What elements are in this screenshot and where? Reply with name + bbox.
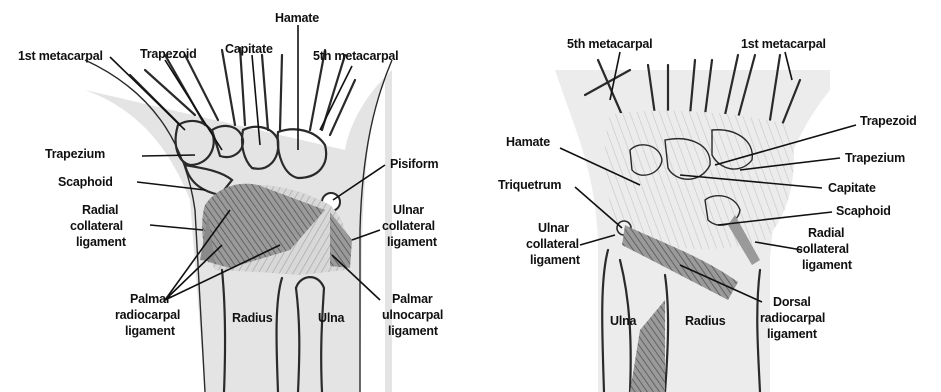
label-palmar-capitate: Capitate xyxy=(225,42,273,56)
label-palmar-trapezium: Trapezium xyxy=(45,147,105,161)
label-palmar-pisiform: Pisiform xyxy=(390,157,438,171)
palmar-view: 1st metacarpal Trapezoid Capitate Hamate… xyxy=(18,11,447,392)
label-dorsal-radius: Radius xyxy=(685,314,726,328)
label-dorsal-1st-metacarpal: 1st metacarpal xyxy=(741,37,826,51)
label-dorsal-5th-metacarpal: 5th metacarpal xyxy=(567,37,652,51)
label-dorsal-triquetrum: Triquetrum xyxy=(498,178,561,192)
label-dorsal-trapezoid: Trapezoid xyxy=(860,114,917,128)
label-palmar-radial-collateral-ligament: Radial collateral ligament xyxy=(70,203,127,249)
label-dorsal-capitate: Capitate xyxy=(828,181,876,195)
label-palmar-ulnocarpal-ligament: Palmar ulnocarpal ligament xyxy=(382,292,447,338)
label-dorsal-hamate: Hamate xyxy=(506,135,550,149)
label-palmar-radius: Radius xyxy=(232,311,273,325)
label-palmar-trapezoid: Trapezoid xyxy=(140,47,197,61)
label-dorsal-trapezium: Trapezium xyxy=(845,151,905,165)
label-dorsal-scaphoid: Scaphoid xyxy=(836,204,891,218)
label-palmar-5th-metacarpal: 5th metacarpal xyxy=(313,49,398,63)
label-palmar-radiocarpal-ligament: Palmar radiocarpal ligament xyxy=(115,292,183,338)
label-palmar-hamate: Hamate xyxy=(275,11,319,25)
label-dorsal-ulnar-collateral-ligament: Ulnar collateral ligament xyxy=(526,221,582,267)
dorsal-view: 5th metacarpal 1st metacarpal Trapezoid … xyxy=(498,37,917,392)
label-dorsal-radial-collateral-ligament: Radial collateral ligament xyxy=(796,226,853,272)
label-palmar-ulna: Ulna xyxy=(318,311,346,325)
label-palmar-1st-metacarpal: 1st metacarpal xyxy=(18,49,103,63)
label-dorsal-ulna: Ulna xyxy=(610,314,638,328)
label-dorsal-radiocarpal-ligament: Dorsal radiocarpal ligament xyxy=(760,295,828,341)
label-palmar-scaphoid: Scaphoid xyxy=(58,175,113,189)
